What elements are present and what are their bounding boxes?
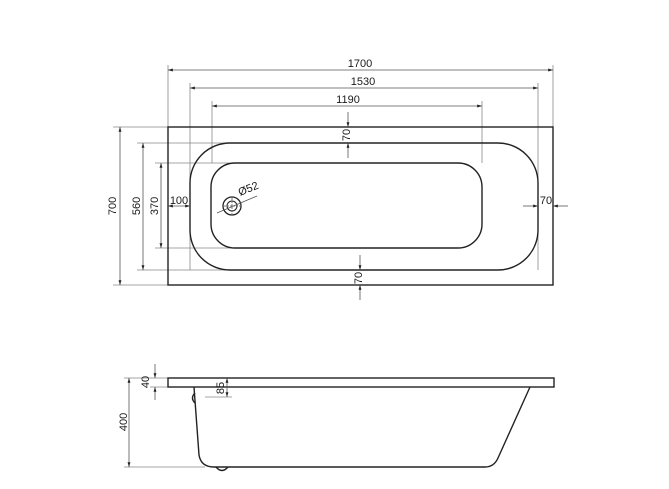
top-view: 1700 1530 1190 700 560 370 Ø52 100 bbox=[107, 58, 568, 300]
dim-rim-inner-width: 560 bbox=[131, 197, 143, 215]
dim-rim-inner-length: 1530 bbox=[351, 76, 375, 88]
dim-bottom-width: 370 bbox=[149, 197, 161, 215]
dim-rim-right-edge: 70 bbox=[540, 195, 552, 207]
dim-rim-top-edge: 70 bbox=[341, 129, 353, 141]
drain-bump-icon bbox=[215, 466, 229, 472]
dim-overall-length: 1700 bbox=[348, 58, 372, 70]
side-rim bbox=[167, 377, 555, 388]
dim-rim-thickness-label: 40 bbox=[140, 376, 152, 388]
dim-drain-offset: 100 bbox=[170, 195, 188, 207]
tub-bottom bbox=[210, 162, 483, 249]
dim-total-height: 400 bbox=[118, 413, 130, 431]
dim-rim-bottom-edge: 70 bbox=[353, 272, 365, 284]
side-body bbox=[193, 386, 531, 468]
drain-icon bbox=[216, 195, 258, 216]
side-view: 400 40 85 bbox=[118, 364, 555, 472]
tub-inner-rim bbox=[189, 142, 539, 271]
dim-bottom-length: 1190 bbox=[336, 94, 360, 106]
overflow-icon bbox=[191, 392, 196, 404]
dim-overall-width: 700 bbox=[107, 197, 119, 215]
dim-overflow-depth: 85 bbox=[215, 382, 227, 394]
